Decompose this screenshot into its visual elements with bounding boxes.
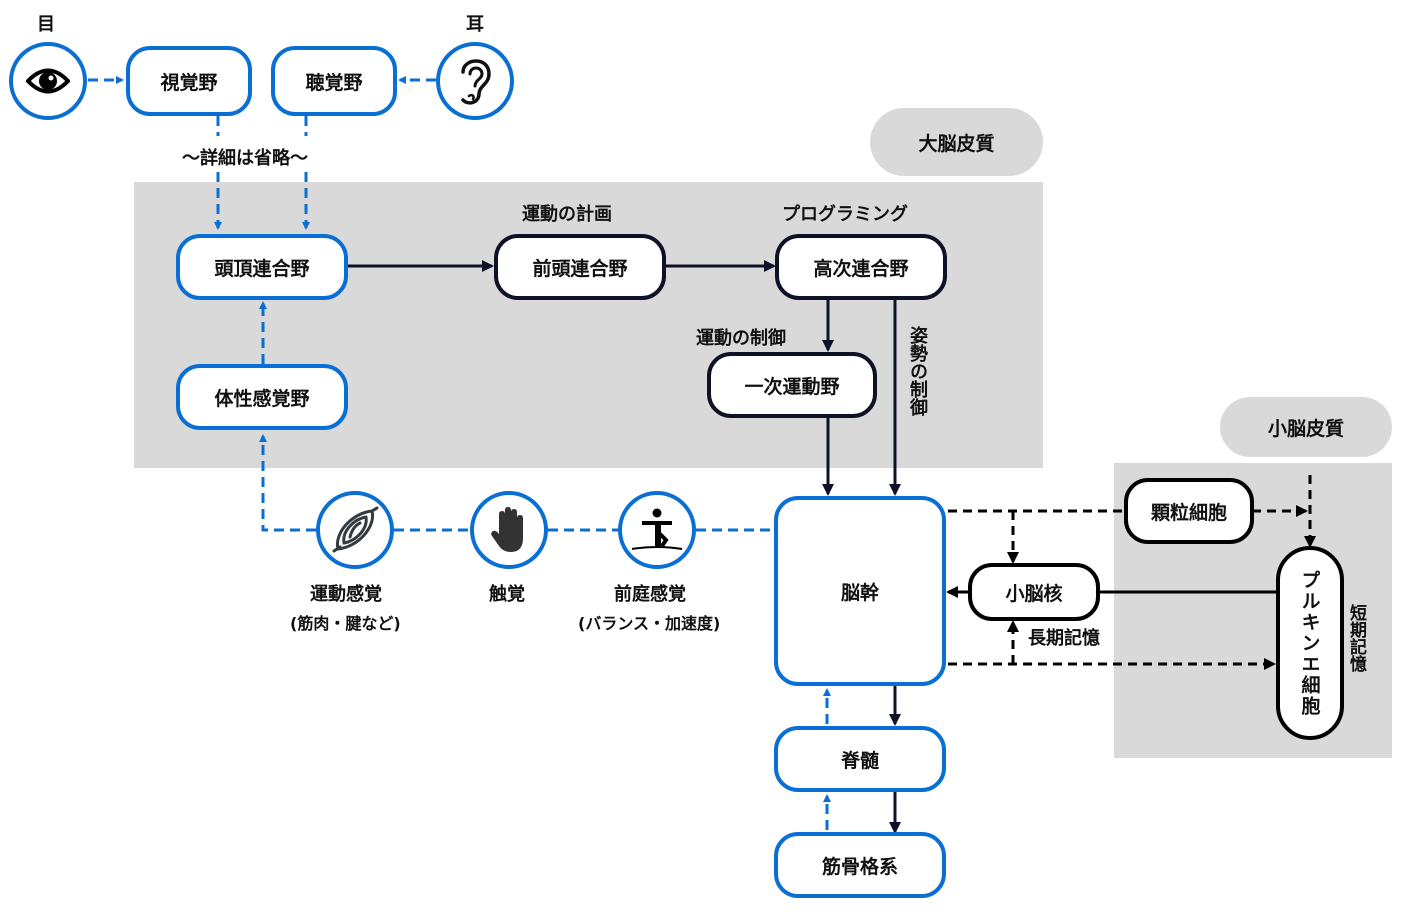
motor-planning-label: 運動の計画 (522, 204, 612, 225)
purkinje-cell-node[interactable]: プルキンエ細胞 (1276, 546, 1344, 740)
cerebellar-cortex-label: 小脳皮質 (1220, 397, 1392, 457)
eye-icon (26, 68, 70, 94)
ear-node[interactable] (436, 42, 514, 120)
receptors-to-somatosensory-arrow (259, 434, 316, 532)
musculoskeletal-node[interactable]: 筋骨格系 (774, 832, 946, 898)
somatosensory-node[interactable]: 体性感覚野 (176, 364, 348, 430)
spinal-cord-node[interactable]: 脊髄 (774, 726, 946, 792)
kinesthetic-sublabel: (筋肉・腱など) (290, 614, 401, 633)
kinesthetic-label: 運動感覚 (310, 584, 382, 605)
visual-cortex-node[interactable]: 視覚野 (126, 46, 252, 116)
hand-icon (491, 507, 523, 552)
motor-control-label: 運動の制御 (696, 328, 786, 349)
balance-icon (631, 508, 683, 550)
ear-icon (461, 59, 491, 105)
vestibular-sublabel: (バランス・加速度) (578, 614, 721, 633)
short-term-memory-label: 短期記憶 (1346, 604, 1366, 672)
programming-label: プログラミング (782, 204, 908, 225)
touch-receptor[interactable] (470, 491, 548, 569)
eye-label: 目 (37, 14, 55, 35)
granule-cell-node[interactable]: 顆粒細胞 (1124, 478, 1254, 544)
muscle-icon (332, 506, 379, 553)
cerebellar-nucleus-node[interactable]: 小脳核 (968, 563, 1100, 621)
brainstem-node[interactable]: 脳幹 (774, 496, 946, 686)
auditory-cortex-node[interactable]: 聴覚野 (271, 46, 397, 116)
parietal-association-node[interactable]: 頭頂連合野 (176, 234, 348, 300)
primary-motor-node[interactable]: 一次運動野 (707, 352, 877, 418)
higher-association-node[interactable]: 高次連合野 (775, 234, 947, 300)
cerebral-cortex-label: 大脳皮質 (870, 108, 1043, 176)
eye-node[interactable] (9, 42, 87, 120)
posture-control-label: 姿勢の制御 (907, 326, 928, 416)
ear-label: 耳 (466, 14, 484, 35)
vestibular-label: 前庭感覚 (614, 584, 686, 605)
kinesthetic-receptor[interactable] (316, 491, 394, 569)
details-omitted-note: 〜詳細は省略〜 (182, 148, 308, 169)
long-term-memory-label: 長期記憶 (1028, 628, 1100, 649)
touch-label: 触覚 (489, 584, 525, 605)
vestibular-receptor[interactable] (618, 491, 696, 569)
frontal-association-node[interactable]: 前頭連合野 (494, 234, 666, 300)
